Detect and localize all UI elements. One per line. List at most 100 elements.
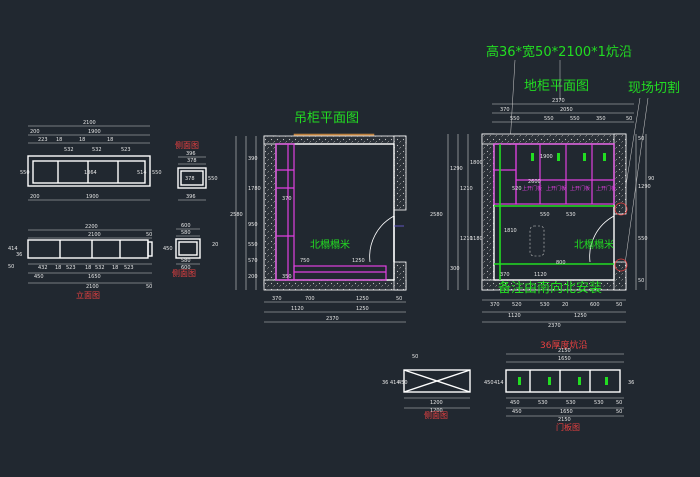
dim-hang-inner-3: 350 <box>282 274 292 280</box>
dim-door-seg-3: 50 <box>616 400 622 406</box>
dim-floor-inner-5: 800 <box>556 260 566 266</box>
floor-cabinet-plan: 高36*宽50*2100*1炕沿 地柜平面图 现场切割 2370 370 205… <box>430 44 680 329</box>
dim-floor-b-3: 20 <box>562 302 568 308</box>
dim-floor-rv-2: 1290 <box>638 184 651 190</box>
dim-elev-bot-h0: 414 <box>8 246 18 252</box>
dim-floor-rv-0: 50 <box>638 136 644 142</box>
door-handle <box>518 377 521 385</box>
dim-floor-b-1: 520 <box>512 302 522 308</box>
dim-seg-3: 18 <box>79 137 85 143</box>
dim-door-b-1: 1650 <box>560 409 573 415</box>
dim-floor-b3: 2370 <box>548 323 561 329</box>
dim-door-b-0: 450 <box>512 409 522 415</box>
dim-floor-top-6: 550 <box>544 116 554 122</box>
dim-side-top-inner2: 378 <box>185 176 195 182</box>
dim-hang-b-2: 1250 <box>356 296 369 302</box>
dim-floor-rv-1: 90 <box>648 176 654 182</box>
door-label-1: 上开门板 <box>546 185 566 192</box>
title-site-cut: 现场切割 <box>628 80 680 96</box>
dim-hang-v-3: 550 <box>248 242 258 248</box>
label-door-panel: 门板图 <box>556 422 580 432</box>
door-label-0: 上开门板 <box>522 185 542 192</box>
side-view-top-group: 侧面图 396 378 378 550 396 <box>175 140 218 201</box>
dim-hang-v-1: 1780 <box>248 186 261 192</box>
side-view-bottom-group: 50 36 414 450 1200 1200 侧面图 <box>382 354 471 420</box>
cut-marker-lower <box>614 258 628 272</box>
hanging-cabinet-plan: 吊柜平面图 北榻榻米 370 750 1250 350 390 <box>230 111 407 323</box>
dim-elev-bot-total: 2200 <box>85 224 98 230</box>
dim-floor-inner-4: 530 <box>566 212 576 218</box>
dim-floor-top-3: 370 <box>500 107 510 113</box>
dim-floor-lv-1: 1210 <box>460 186 473 192</box>
dim-door-seg-2: 530 <box>594 400 604 406</box>
dim-floor-rv-3: 550 <box>638 236 648 242</box>
dim-door-top2: 1650 <box>558 356 571 362</box>
dim-seg-5: 18 <box>107 137 113 143</box>
dim-hang-b-0: 370 <box>272 296 282 302</box>
dim-door-bottom-total: 2150 <box>558 417 571 423</box>
dim-side-top-h: 550 <box>208 176 218 182</box>
title-kang-edge: 高36*宽50*2100*1炕沿 <box>486 44 632 60</box>
door-panel-group: 36厚度炕沿 2150 1650 450 414 36 450 530 530 … <box>484 339 634 432</box>
dim-seg-4: 532 <box>92 147 102 153</box>
dim-seg-2: 532 <box>64 147 74 153</box>
dim-floor-lv-2: 1800 <box>470 160 483 166</box>
dim-hang-b-3: 50 <box>396 296 402 302</box>
dim-door-h2: 36 <box>628 380 634 386</box>
label-side-view-top: 侧面图 <box>175 140 199 150</box>
dim-seg-6: 523 <box>121 147 131 153</box>
dim-floor-lv-6: 1210 <box>460 236 473 242</box>
dim-elev-top-mid: 1864 <box>84 170 97 176</box>
dim-floor-b-4: 50 <box>616 302 622 308</box>
dim-floor-inner-6: 1810 <box>504 228 517 234</box>
dim-floor-inner-1: 2600 <box>528 179 541 185</box>
dim-side-bot-h1: 414 <box>390 380 400 386</box>
dim-floor-top-1: 2050 <box>560 107 573 113</box>
dim-side-bot-h0: 36 <box>382 380 388 386</box>
cut-marker-upper <box>614 202 628 216</box>
dim-side-top-w: 396 <box>186 151 196 157</box>
dim-bot-seg-4: 532 <box>95 265 105 271</box>
dim-elev-bot-inner: 2100 <box>88 232 101 238</box>
dim-hang-v-2: 950 <box>248 222 258 228</box>
dim-seg-1: 18 <box>56 137 62 143</box>
dim-bot-seg-3: 18 <box>85 265 91 271</box>
handle-marker <box>531 153 534 161</box>
dim-floor-lv-0: 1290 <box>450 166 463 172</box>
dim-bot-seg-5: 18 <box>112 265 118 271</box>
door-handle <box>578 377 581 385</box>
handle-marker <box>603 153 606 161</box>
dim-side-mid-w: 600 <box>181 223 191 229</box>
title-floor-cabinet-plan: 地柜平面图 <box>524 79 589 94</box>
dim-floor-top-9: 50 <box>626 116 632 122</box>
dim-hang-total-v: 2580 <box>230 212 243 218</box>
dim-floor-rv-4: 50 <box>638 278 644 284</box>
dim-elev-bot-bottom: 1650 <box>88 274 101 280</box>
dim-hang-b3: 2370 <box>326 316 339 322</box>
dim-side-mid-h: 450 <box>163 246 173 252</box>
dim-floor-b-5: 600 <box>590 302 600 308</box>
door-handle <box>605 377 608 385</box>
dim-floor-b2-0: 1120 <box>508 313 521 319</box>
dim-floor-inner-7: 1120 <box>534 272 547 278</box>
title-hanging-cabinet-plan: 吊柜平面图 <box>294 111 359 126</box>
dim-floor-lv-5: 300 <box>450 266 460 272</box>
dim-side-top-inner: 378 <box>187 158 197 164</box>
dim-elev-bot-bottom-r: 50 <box>146 284 152 290</box>
dim-door-seg-0: 530 <box>538 400 548 406</box>
dim-bot-seg-6: 523 <box>124 265 134 271</box>
elevation-top-group: 2100 200 1900 223 18 532 18 532 18 523 1… <box>20 120 162 201</box>
dim-elev-top-bottom: 1900 <box>86 194 99 200</box>
dim-elev-bot-bottom-l: 450 <box>34 274 44 280</box>
dim-hang-b2-0: 1120 <box>291 306 304 312</box>
dim-floor-b2-1: 1250 <box>574 313 587 319</box>
dim-door-h0: 450 <box>484 380 494 386</box>
dim-hang-v-5: 200 <box>248 274 258 280</box>
handle-marker <box>557 153 560 161</box>
dim-side-top-bottom: 396 <box>186 194 196 200</box>
dim-bot-seg-2: 523 <box>66 265 76 271</box>
dim-elev-top-inner: 1900 <box>88 129 101 135</box>
dim-floor-inner-2: 520 <box>512 186 522 192</box>
dim-side-mid-bottom2: 600 <box>181 265 191 271</box>
